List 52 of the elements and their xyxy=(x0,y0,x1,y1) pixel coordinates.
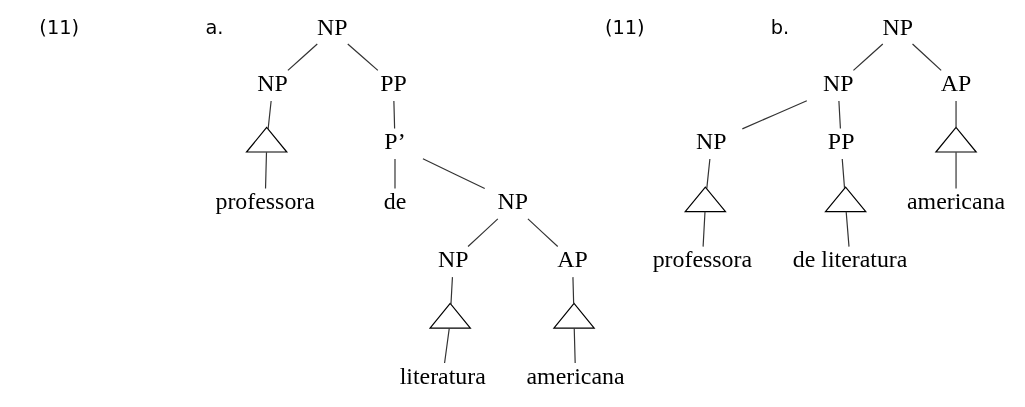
node-text: NP xyxy=(822,70,854,97)
node-text: professora xyxy=(215,188,315,215)
connector xyxy=(347,43,379,71)
connector xyxy=(702,211,706,248)
connector xyxy=(841,158,846,189)
node-triangle xyxy=(245,126,289,153)
connector xyxy=(527,218,559,248)
connector xyxy=(741,100,808,130)
label: a. xyxy=(205,15,224,39)
node-text: NP xyxy=(317,13,348,40)
label: (11) xyxy=(604,15,645,39)
node-triangle xyxy=(552,302,596,329)
node-text: NP xyxy=(437,246,469,273)
connector xyxy=(706,158,711,189)
connector xyxy=(264,151,268,190)
node-text: NP xyxy=(257,70,288,97)
node-text: de literatura xyxy=(792,246,908,273)
node-text: NP xyxy=(696,128,727,155)
node-text: P’ xyxy=(384,128,406,155)
connector xyxy=(394,158,396,189)
connector xyxy=(911,43,942,71)
node-text: americana xyxy=(907,188,1006,215)
node-text: literatura xyxy=(399,362,486,389)
connector xyxy=(838,100,841,130)
connector xyxy=(444,327,450,364)
node-text: AP xyxy=(940,70,972,97)
connector xyxy=(287,43,318,71)
connector xyxy=(467,218,499,248)
node-triangle xyxy=(428,302,472,329)
node-text: NP xyxy=(497,188,529,215)
node-text: professora xyxy=(652,246,753,273)
connector xyxy=(393,100,396,130)
connector xyxy=(955,100,957,128)
node-triangle xyxy=(683,186,727,213)
node-text: NP xyxy=(882,13,914,40)
node-triangle xyxy=(824,186,868,213)
node-text: PP xyxy=(380,70,407,97)
node-triangle xyxy=(934,126,978,153)
node-text: AP xyxy=(557,246,588,273)
connector xyxy=(955,151,957,190)
connector xyxy=(450,276,454,305)
connector xyxy=(845,211,850,248)
label: b. xyxy=(770,15,790,39)
label: (11) xyxy=(39,15,80,39)
connector xyxy=(852,43,884,71)
connector xyxy=(573,327,576,364)
connector xyxy=(572,276,575,305)
node-text: americana xyxy=(526,362,625,389)
connector xyxy=(267,100,272,130)
node-text: de xyxy=(383,188,407,215)
node-text: PP xyxy=(827,128,855,155)
connector xyxy=(422,158,486,190)
